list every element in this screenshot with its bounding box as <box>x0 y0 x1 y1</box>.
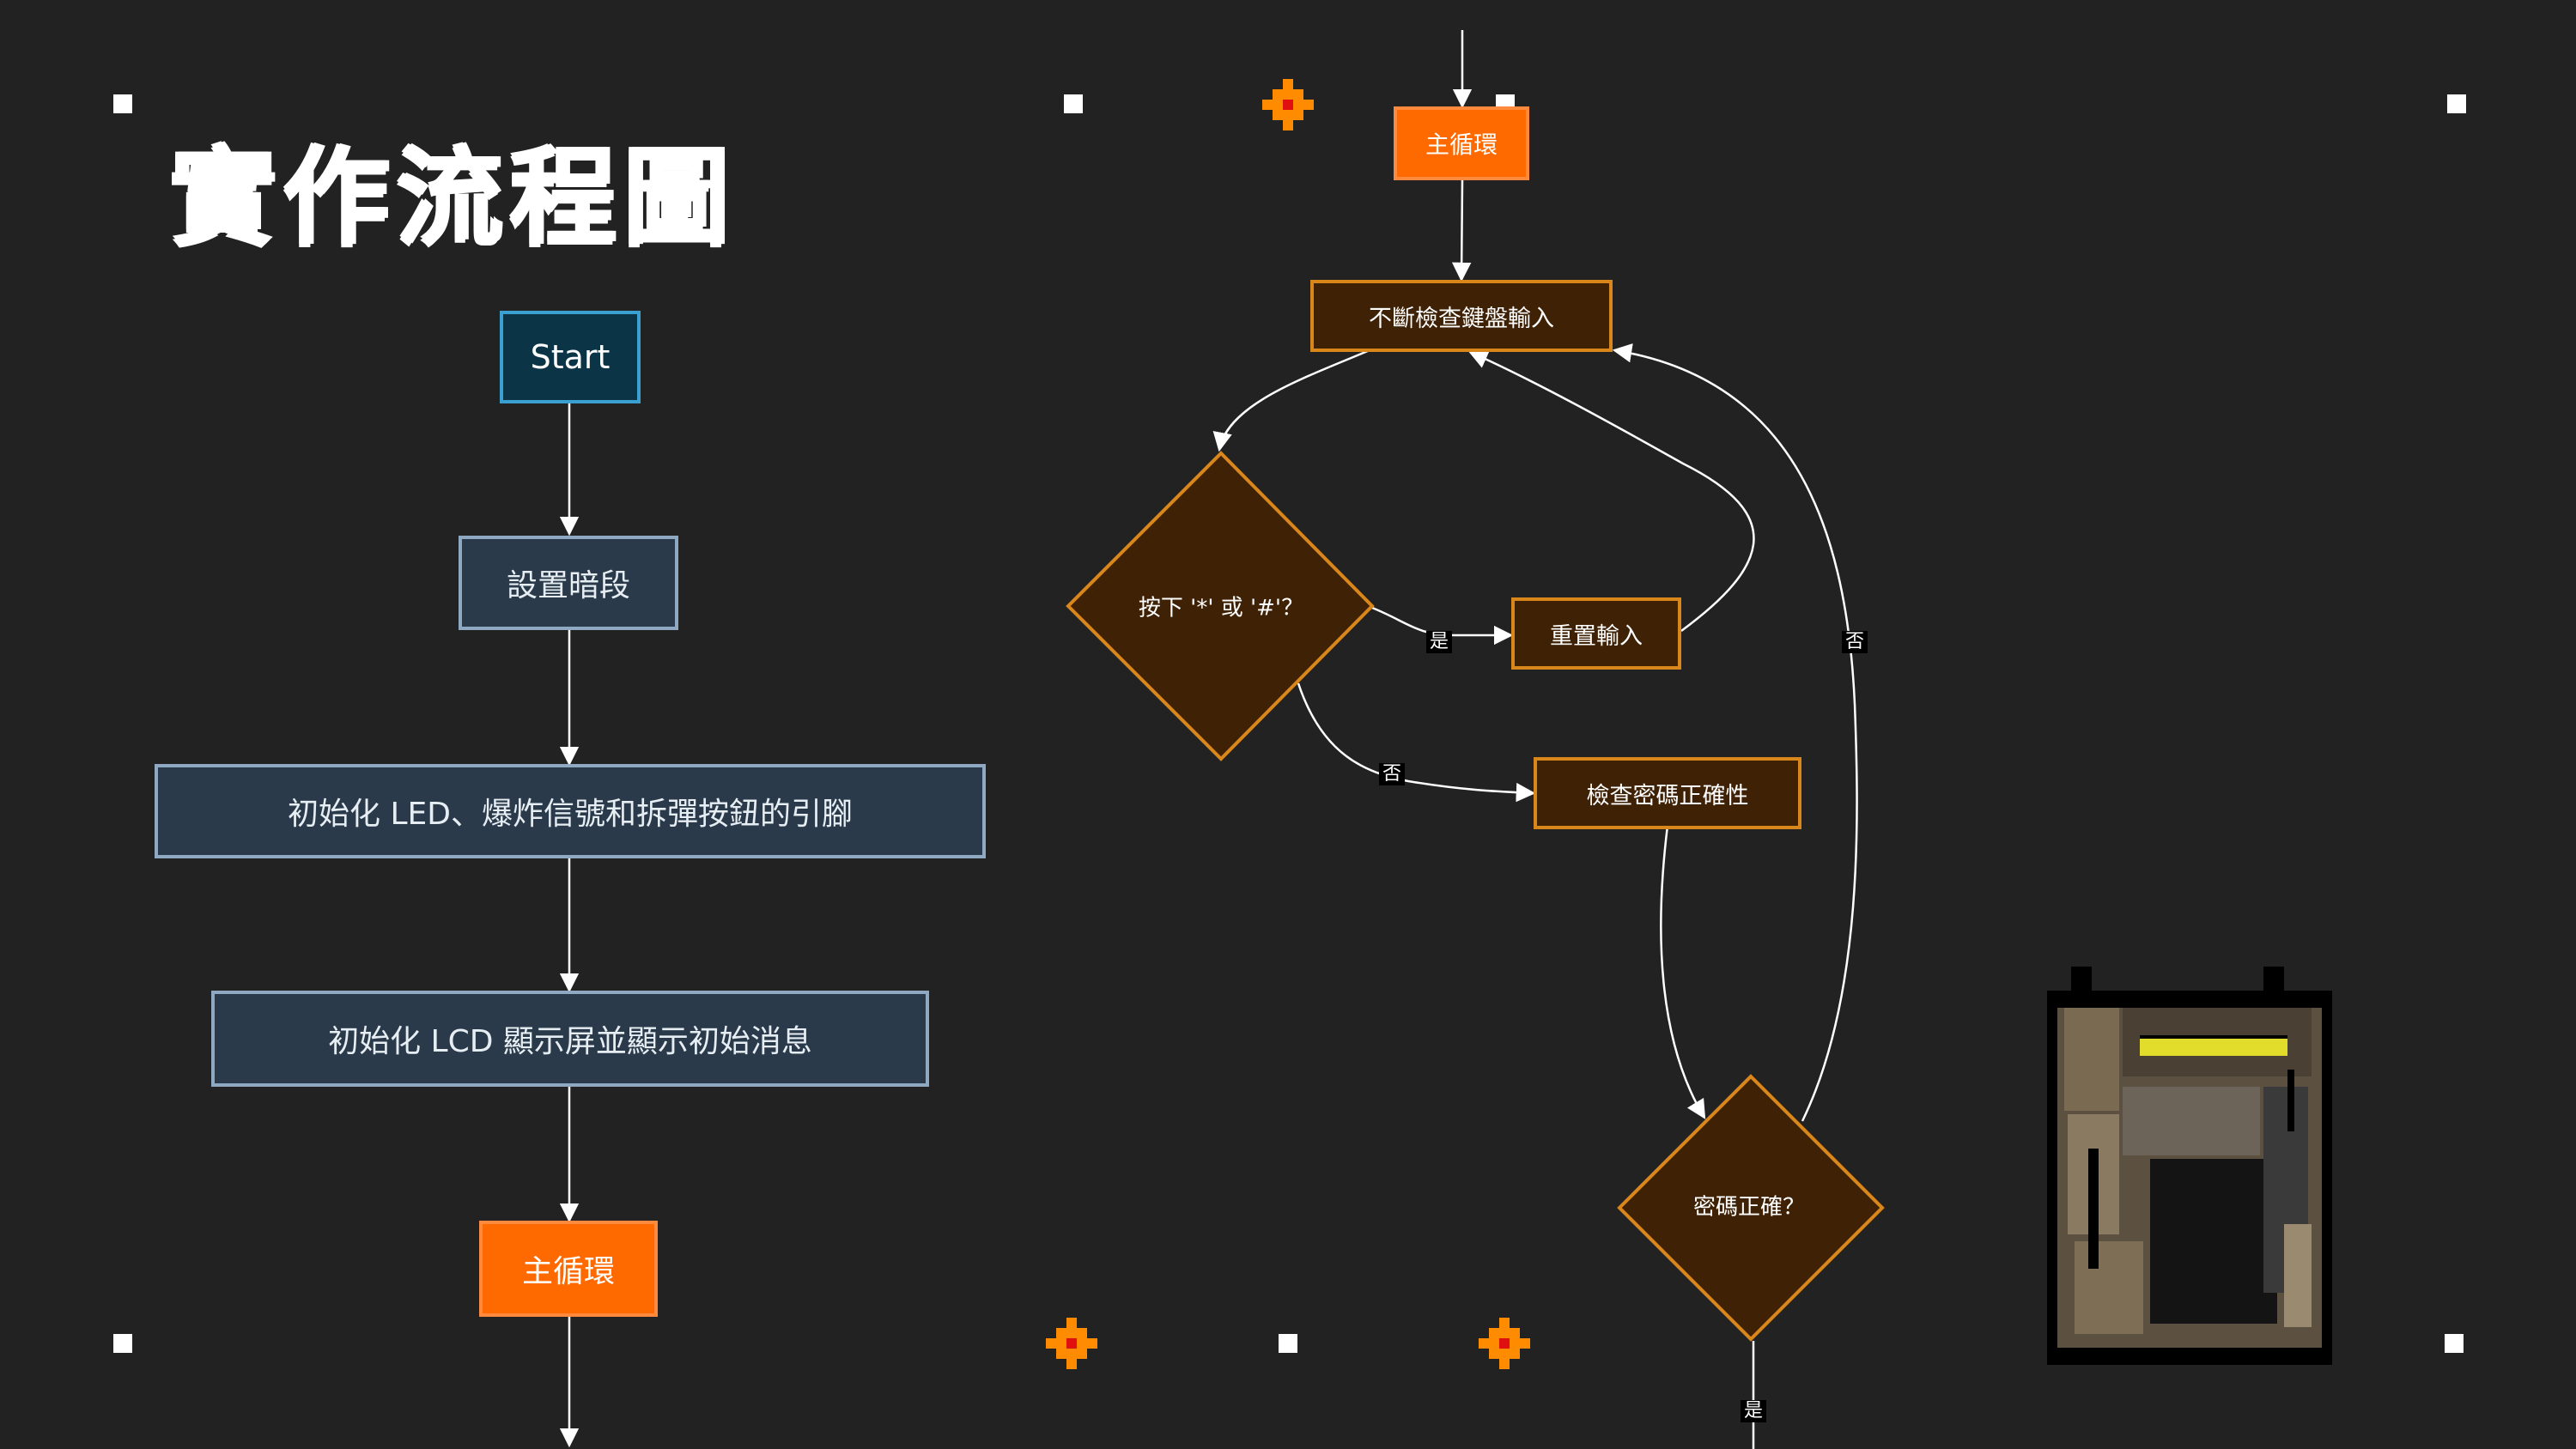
slide-title: 實作流程圖 <box>168 136 736 259</box>
sparkle-icon <box>1262 79 1314 130</box>
sparkle-icon <box>1046 1318 1097 1369</box>
decision-diamond-key <box>1066 451 1375 761</box>
corner-marker-top-middle <box>1064 94 1083 113</box>
sparkle-icon <box>1479 1318 1530 1369</box>
check-keypad-node: 不斷檢查鍵盤輸入 <box>1310 280 1613 352</box>
decision-key-label: 按下 '*' 或 '#'？ <box>1138 595 1304 621</box>
edge-label-password-no: 否 <box>1841 631 1868 653</box>
corner-marker-bottom-left <box>113 1334 132 1353</box>
main-loop-node: 主循環 <box>479 1221 658 1317</box>
edge-label-key-no: 否 <box>1378 763 1406 785</box>
reset-input-node: 重置輸入 <box>1511 597 1681 670</box>
main-loop-node-right: 主循環 <box>1394 106 1529 180</box>
edge-decision2-check <box>1612 343 1858 1122</box>
edge-label-key-yes: 是 <box>1425 631 1453 653</box>
corner-marker-top-right <box>2447 94 2466 113</box>
decision-diamond-password <box>1617 1074 1885 1342</box>
setup-darkstage-node: 設置暗段 <box>459 536 678 630</box>
corner-marker-bottom-right <box>2445 1334 2464 1353</box>
edge-label-password-yes: 是 <box>1740 1400 1767 1422</box>
edge-reset-check <box>1467 350 1755 633</box>
pixel-bomb-icon <box>2047 967 2332 1365</box>
corner-marker-top-left <box>113 94 132 113</box>
corner-marker-bottom-middle <box>1279 1334 1297 1353</box>
edge-password-decision2 <box>1660 825 1706 1119</box>
init-lcd-node: 初始化 LCD 顯示屏並顯示初始消息 <box>211 991 929 1087</box>
edge-decision-password <box>1297 682 1536 803</box>
start-node: Start <box>500 311 641 403</box>
decision-password-label: 密碼正確？ <box>1692 1194 1806 1221</box>
edge-loop-check <box>1451 179 1472 282</box>
init-led-pins-node: 初始化 LED、爆炸信號和拆彈按鈕的引腳 <box>155 764 986 858</box>
edge-check-decision <box>1212 349 1370 452</box>
check-password-node: 檢查密碼正確性 <box>1534 757 1801 829</box>
